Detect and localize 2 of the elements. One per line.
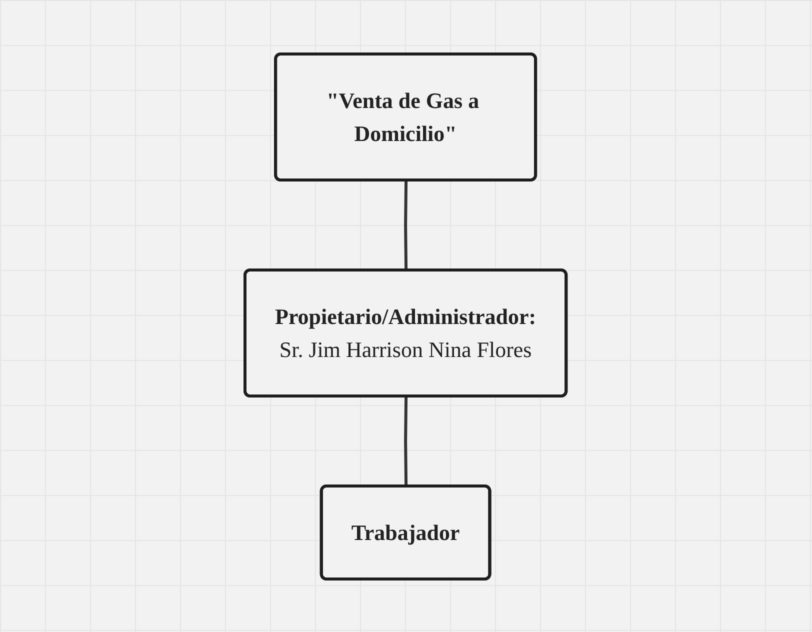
connector: [404, 180, 408, 270]
connector: [404, 396, 408, 486]
